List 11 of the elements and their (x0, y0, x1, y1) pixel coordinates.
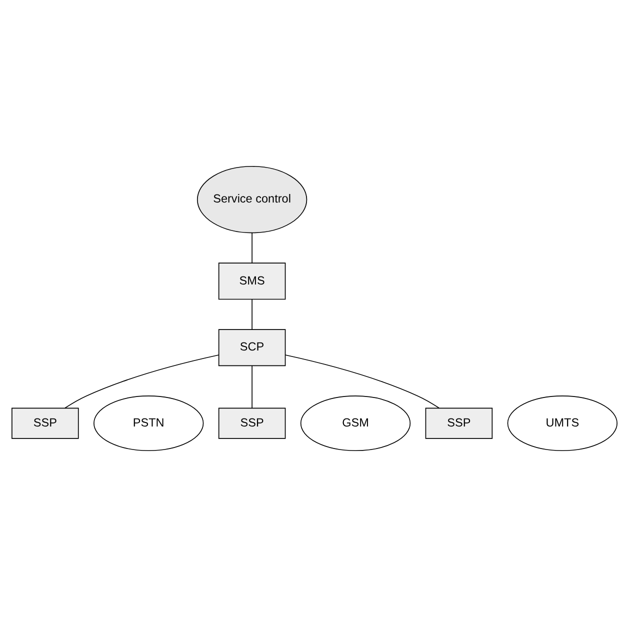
node-box: SCP (218, 329, 286, 366)
connector (285, 354, 440, 408)
node-box: SSP (12, 408, 79, 439)
node-ellipse: UMTS (507, 396, 618, 452)
node-box: SSP (425, 408, 493, 439)
node-ellipse: GSM (300, 396, 411, 452)
connector (64, 354, 220, 408)
node-box: SMS (218, 262, 286, 300)
node-ellipse: Service control (196, 166, 308, 234)
node-box: SSP (218, 408, 286, 439)
node-ellipse: PSTN (94, 396, 204, 452)
